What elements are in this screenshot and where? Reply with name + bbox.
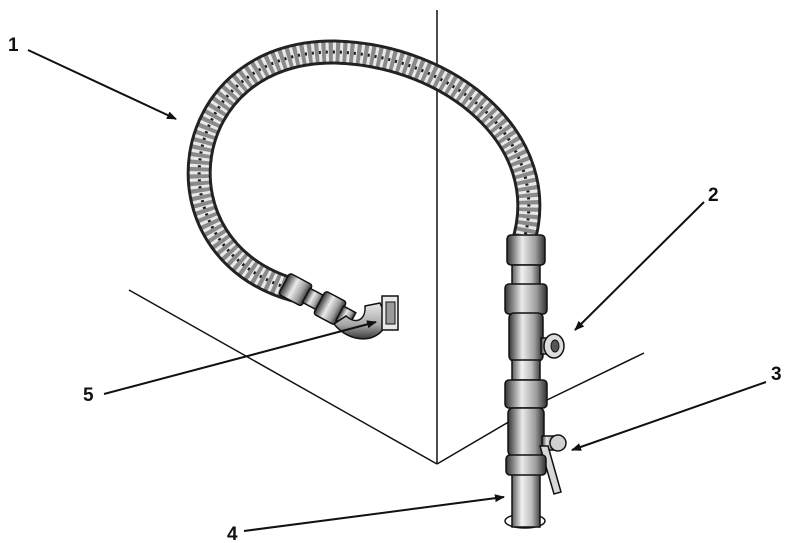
supply-pipe-assembly bbox=[504, 234, 567, 528]
callout-1: 1 bbox=[8, 35, 19, 56]
tee-plug-center bbox=[550, 339, 560, 353]
callout-4: 4 bbox=[227, 524, 238, 543]
cabinet-base-edge bbox=[128, 289, 438, 465]
union-upper bbox=[504, 283, 548, 315]
leader-arrow-1 bbox=[27, 49, 177, 120]
union-lower bbox=[505, 454, 547, 476]
callout-3: 3 bbox=[771, 364, 782, 385]
valve-body bbox=[507, 407, 545, 457]
pipe-nut-top bbox=[506, 234, 546, 266]
cabinet-side-edge-lower bbox=[436, 419, 513, 465]
flange-inner bbox=[385, 301, 396, 325]
appliance-inlet-fittings bbox=[278, 273, 399, 340]
valve-knob bbox=[549, 434, 567, 452]
callout-5: 5 bbox=[83, 385, 94, 406]
pipe-thread-1 bbox=[511, 264, 541, 286]
leader-lines bbox=[27, 49, 767, 532]
leader-arrow-4 bbox=[243, 494, 505, 532]
tee-body bbox=[508, 312, 544, 362]
cabinet-side-edge-upper bbox=[546, 352, 645, 401]
leader-arrow-3 bbox=[571, 381, 767, 451]
leader-arrow-2 bbox=[574, 201, 705, 331]
callout-labels: 1 2 3 4 5 bbox=[8, 35, 782, 543]
leader-arrow-5 bbox=[103, 320, 377, 395]
flexible-gas-connector bbox=[186, 39, 542, 303]
pipe-thread-2 bbox=[511, 359, 541, 381]
callout-2: 2 bbox=[708, 185, 719, 206]
union-middle bbox=[504, 379, 548, 409]
